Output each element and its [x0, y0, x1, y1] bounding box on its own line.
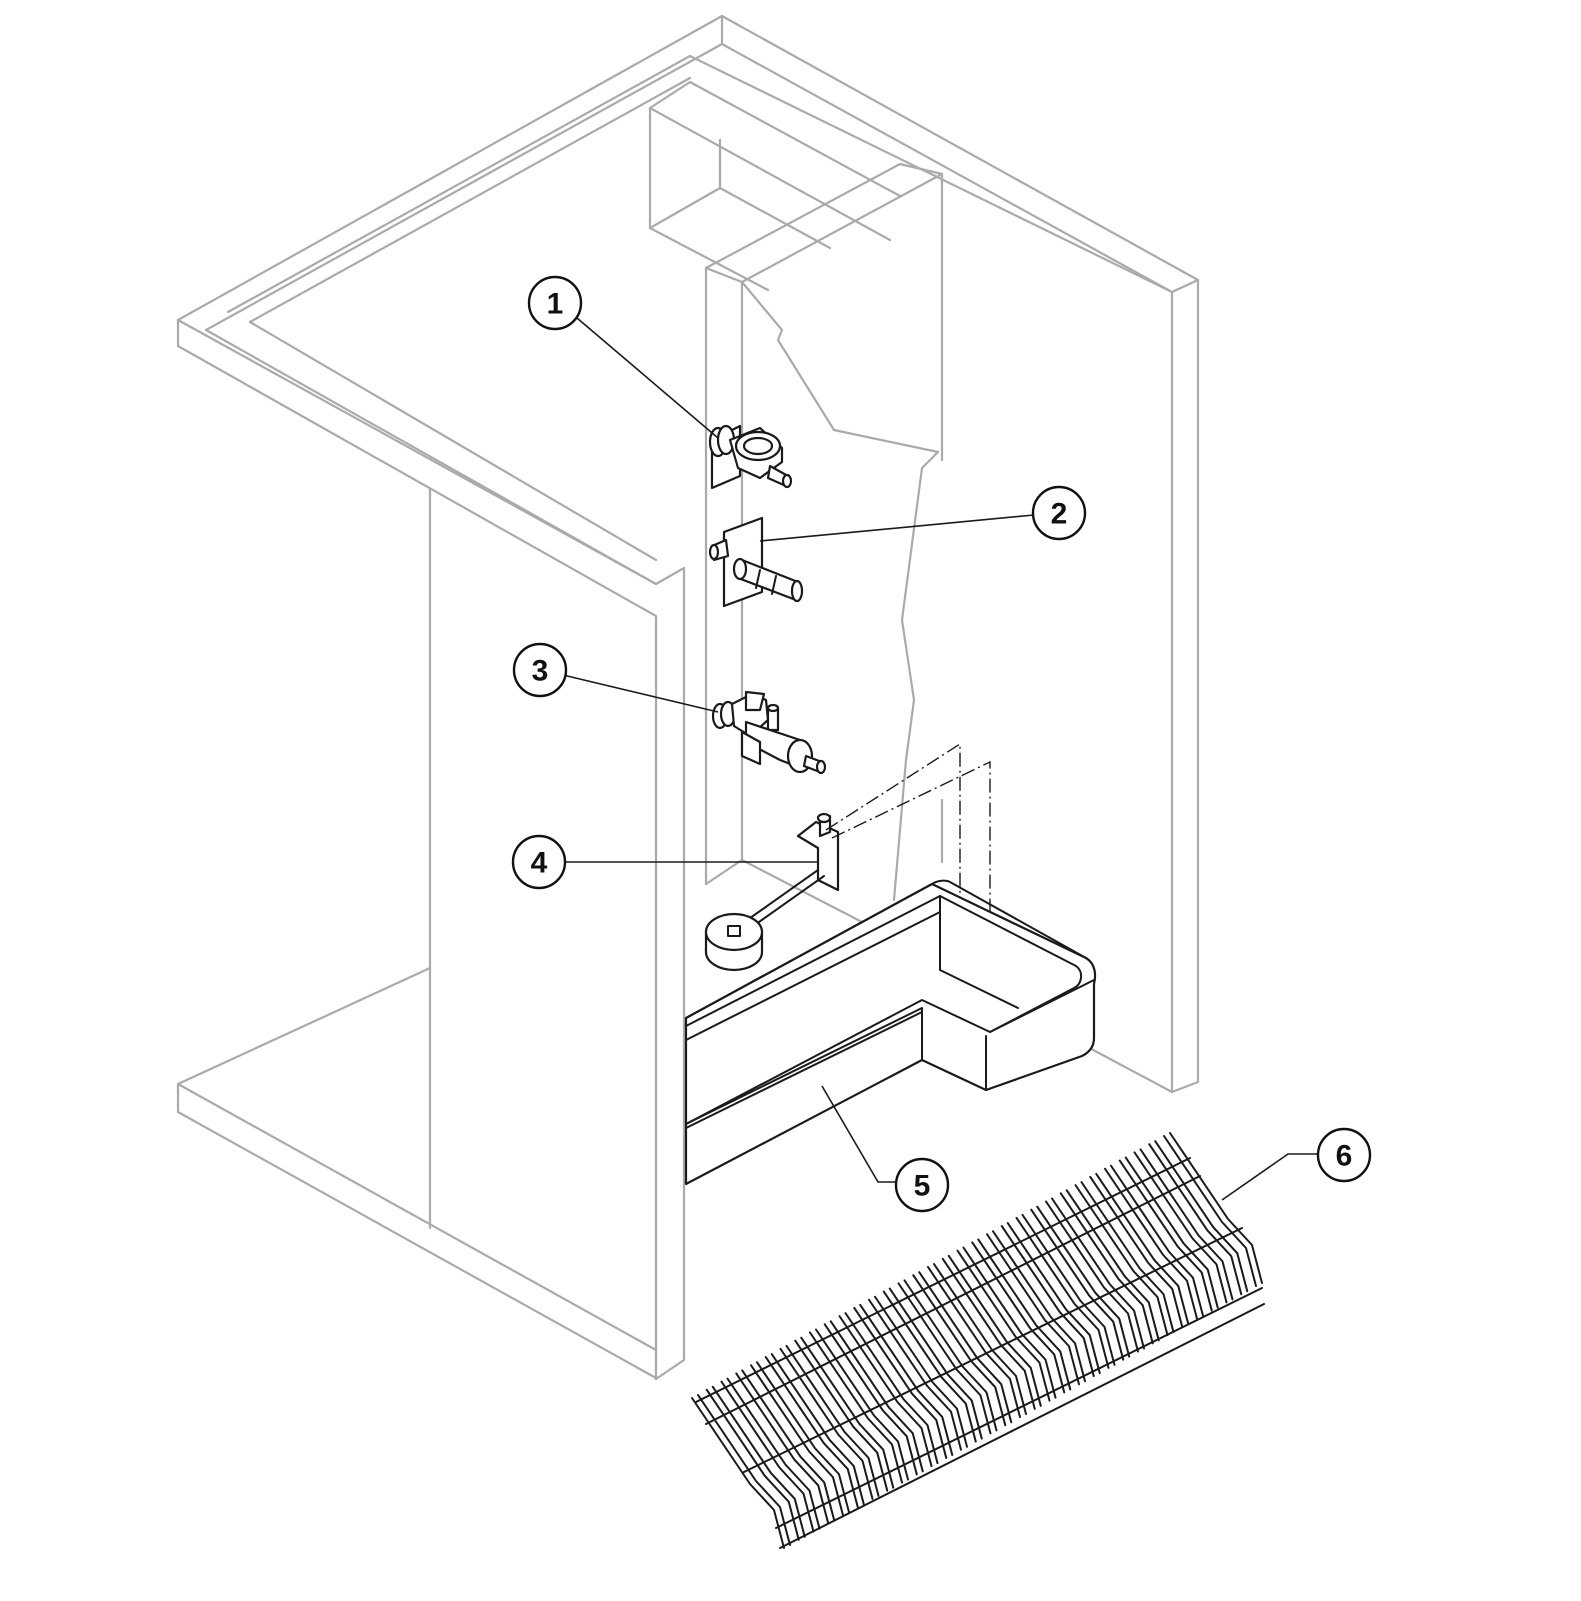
grille-bar	[809, 1331, 903, 1484]
callout-4: 4	[511, 834, 567, 890]
grille-bar	[962, 1246, 1057, 1399]
grille-bar	[918, 1271, 1013, 1424]
grille-bar	[1074, 1184, 1169, 1337]
grille-bar	[897, 1282, 992, 1435]
grille-bar	[927, 1266, 1021, 1418]
grille-bar	[750, 1364, 844, 1517]
grille-bar	[1045, 1200, 1139, 1353]
grille-bar	[770, 1353, 865, 1506]
grille-bar	[1110, 1164, 1204, 1317]
wire-grille-part-6	[691, 1132, 1265, 1549]
grille-bar	[785, 1344, 880, 1497]
callout-2: 2	[1031, 485, 1087, 541]
grille-bar	[1163, 1135, 1257, 1287]
grille-bar	[956, 1249, 1051, 1402]
grille-bar	[874, 1295, 968, 1448]
callout-1-label: 1	[547, 288, 564, 321]
grille-bar	[1030, 1208, 1125, 1361]
grille-bar	[977, 1238, 1072, 1391]
grille-bar	[1095, 1172, 1190, 1325]
grille-bar	[1104, 1167, 1198, 1320]
drain-valve-part-3	[711, 690, 827, 775]
callout-3: 3	[512, 642, 568, 698]
grille-bar	[971, 1241, 1066, 1394]
wall-fitting-part-2	[708, 516, 804, 608]
grille-bar	[823, 1323, 918, 1476]
grille-bar	[1000, 1225, 1095, 1378]
grille-bar	[800, 1336, 895, 1489]
grille-bar	[1169, 1132, 1263, 1284]
grille-bar	[735, 1372, 830, 1525]
grille-bar	[941, 1257, 1036, 1410]
grille-bar	[1133, 1151, 1228, 1304]
grille-bar	[912, 1274, 1007, 1427]
callout-5-label: 5	[914, 1170, 931, 1203]
grille-bar	[1148, 1143, 1243, 1296]
grille-bar	[859, 1303, 954, 1456]
callout-3-label: 3	[532, 655, 549, 688]
grille-bar	[1139, 1148, 1234, 1301]
grille-bar	[720, 1380, 815, 1533]
grille-bar	[903, 1279, 998, 1432]
valve-part-1	[708, 424, 793, 490]
grille-bar	[794, 1339, 889, 1492]
grille-bar	[882, 1290, 977, 1443]
grille-bar	[815, 1328, 909, 1481]
grille-bar	[853, 1306, 948, 1459]
grille-bar	[691, 1397, 785, 1549]
grille-bar	[1006, 1222, 1101, 1375]
grille-bar	[986, 1233, 1080, 1386]
grille-bar	[888, 1287, 983, 1440]
grille-bar	[756, 1361, 850, 1514]
grille-bar	[1051, 1197, 1145, 1350]
leader-lines	[562, 317, 1318, 1201]
grille-bar	[1065, 1189, 1160, 1342]
grille-bar	[1124, 1156, 1219, 1309]
grille-bar	[1021, 1213, 1116, 1366]
callout-6-label: 6	[1336, 1140, 1353, 1173]
grille-bars	[691, 1132, 1263, 1549]
grille-bar	[711, 1385, 806, 1538]
callout-4-label: 4	[531, 847, 548, 880]
grille-bar	[1015, 1216, 1110, 1369]
grille-bar	[705, 1388, 800, 1541]
grille-bar	[779, 1347, 874, 1500]
grille-bar	[1089, 1175, 1184, 1328]
callout-5: 5	[894, 1157, 950, 1213]
grille-bar	[829, 1320, 924, 1473]
callout-2-label: 2	[1051, 498, 1068, 531]
grille-bar	[726, 1377, 821, 1530]
grille-bar	[992, 1230, 1086, 1383]
grille-bar	[868, 1298, 962, 1451]
grille-bar	[947, 1254, 1042, 1407]
grille-bar	[1059, 1192, 1154, 1345]
grille-bar	[838, 1315, 933, 1468]
cabinet-frame	[176, 14, 1200, 1381]
grille-bar	[1080, 1181, 1175, 1334]
grille-bar	[844, 1312, 939, 1465]
grille-bar	[1154, 1140, 1249, 1293]
grille-bar	[764, 1356, 859, 1509]
callout-1: 1	[527, 275, 583, 331]
grille-bar	[741, 1369, 836, 1522]
drip-tray-part-5	[684, 879, 1097, 1186]
float-valve-part-4	[704, 742, 991, 972]
grille-bar	[697, 1394, 791, 1546]
grille-bar	[933, 1263, 1027, 1415]
grille-bar	[1036, 1205, 1131, 1358]
grille-bar	[1118, 1159, 1213, 1312]
callout-6: 6	[1316, 1127, 1372, 1183]
